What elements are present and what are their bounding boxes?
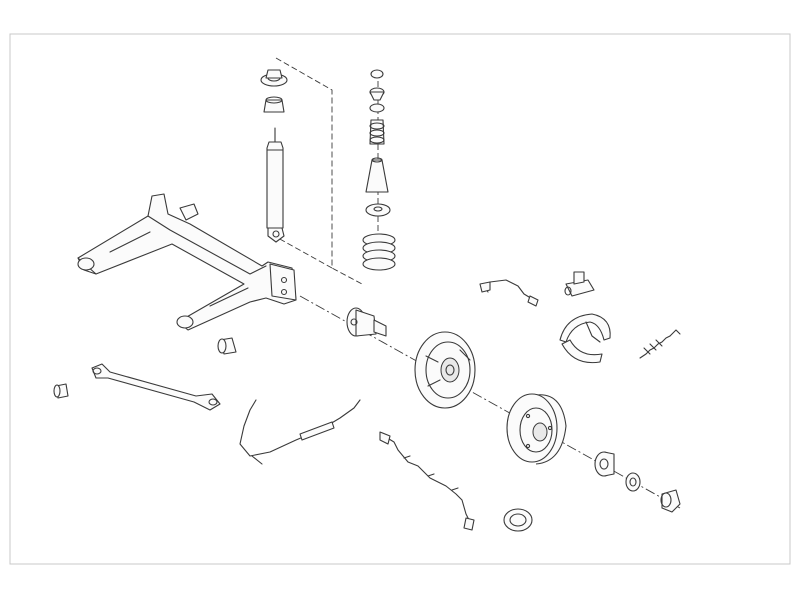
shock-absorber [266,127,285,243]
rear-axle-beam [77,193,297,331]
panhard-rod [91,363,221,411]
shock-top-mount [260,69,288,87]
abs-ring [503,508,533,532]
brake-backing-plate [414,331,476,409]
brake-hose [479,279,539,307]
diagram-frame [9,33,791,565]
brake-drum [506,393,567,465]
coil-spring-assembly [362,69,396,271]
return-spring [639,329,681,359]
axle-bushing-small [53,383,69,399]
hub-cap-nut [660,489,681,513]
wheel-bearing [594,451,615,477]
wheel-cylinder [564,271,595,297]
abs-sensor-wire [379,431,475,531]
handbrake-cable [239,399,361,465]
brake-shoes [559,313,611,364]
wheel-stub-axle [346,307,387,337]
leader-lines [275,57,681,509]
bearing-washer [625,472,641,492]
shock-mount-nut [263,96,285,113]
axle-bushing [217,337,237,355]
